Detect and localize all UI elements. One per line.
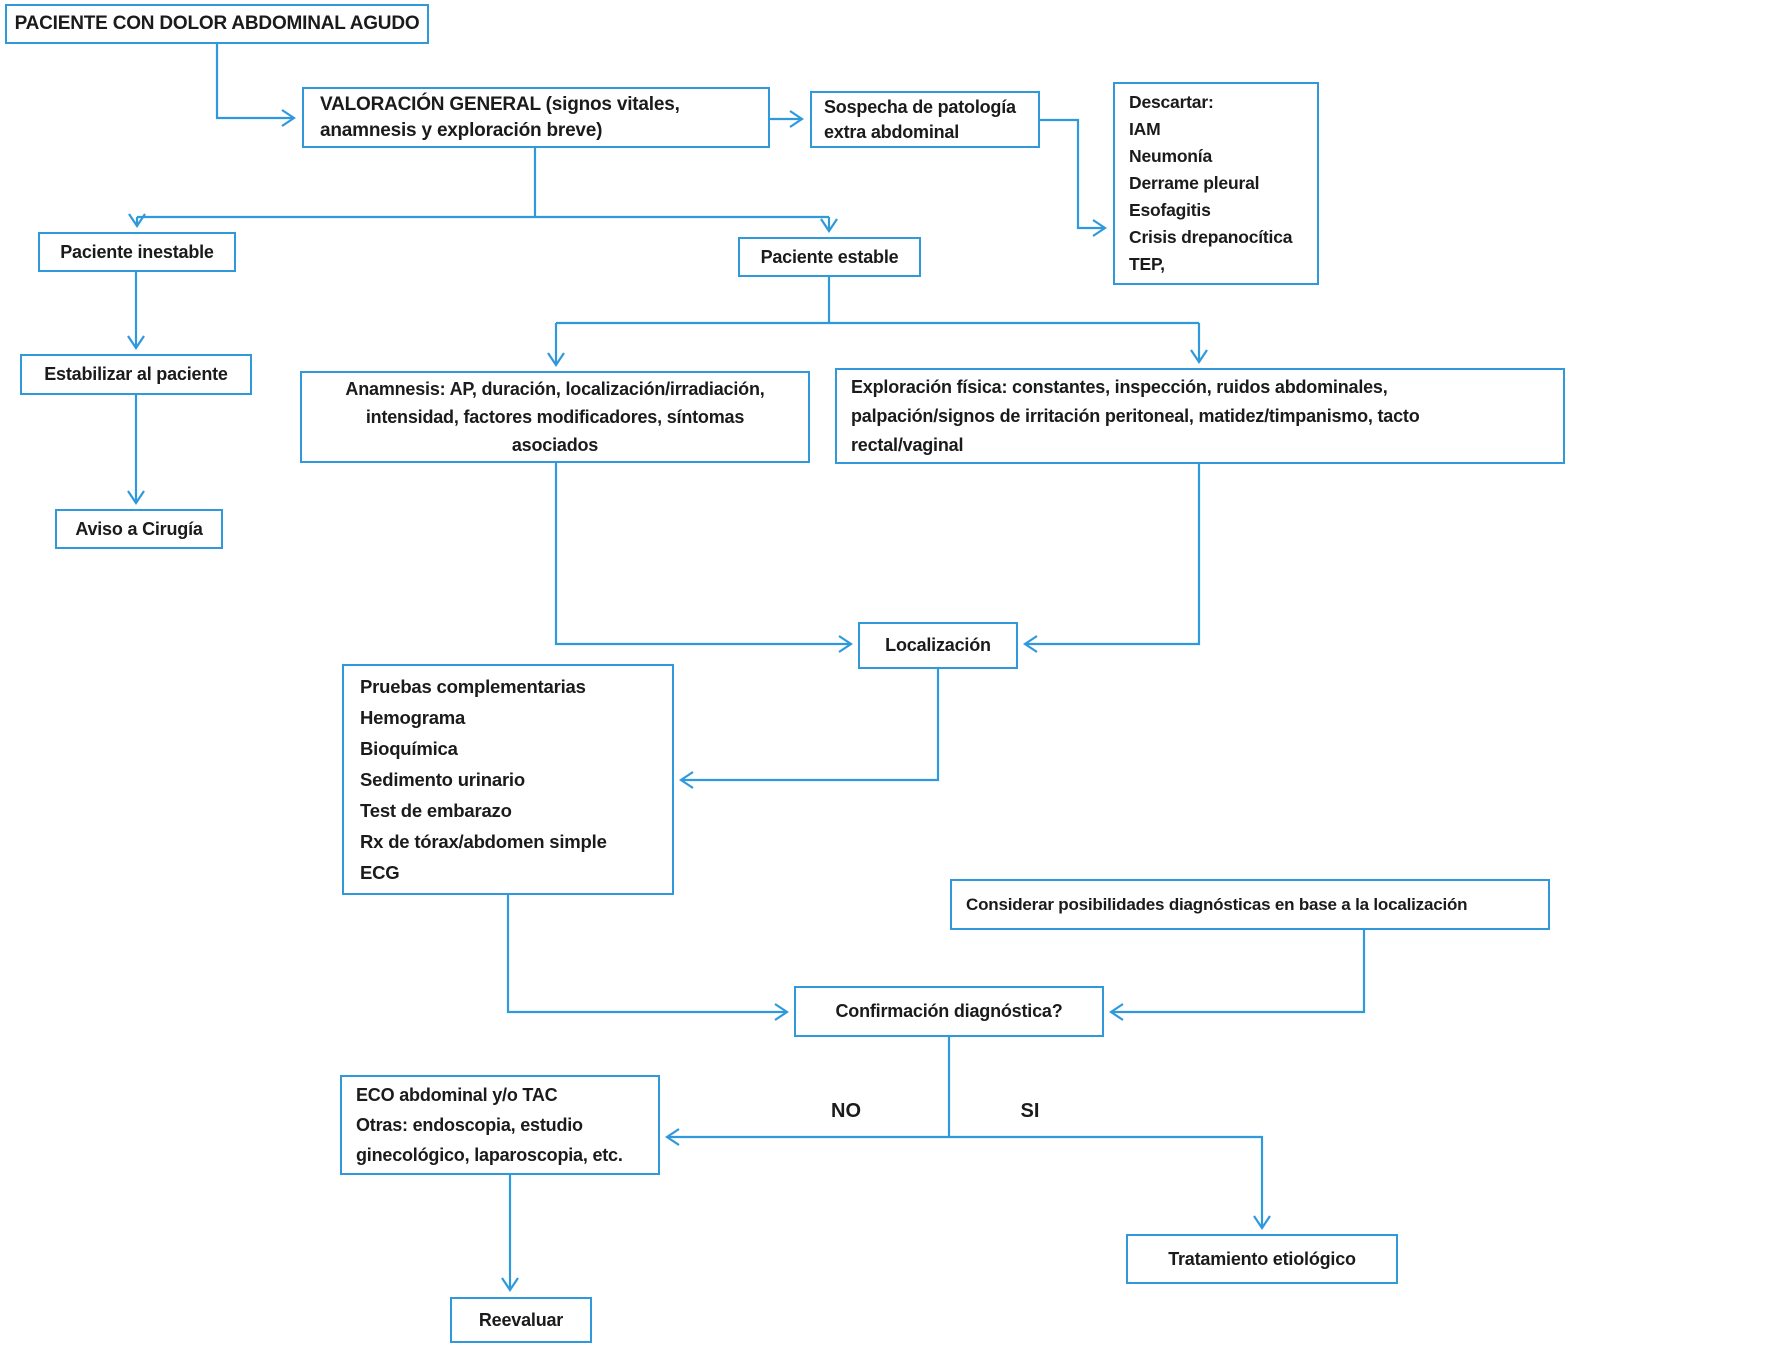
node-paciente-inestable: Paciente inestable (38, 232, 236, 272)
node-anamnesis: Anamnesis: AP, duración, localización/ir… (300, 371, 810, 463)
edge-label-si: SI (1020, 1100, 1040, 1122)
node-reevaluar: Reevaluar (450, 1297, 592, 1343)
node-label: Tratamiento etiológico (1168, 1248, 1356, 1269)
node-pruebas-complementarias: Pruebas complementarias Hemograma Bioquí… (342, 664, 674, 895)
node-label: Estabilizar al paciente (44, 364, 228, 384)
node-label: Paciente inestable (60, 241, 214, 262)
node-label: Exploración física: constantes, inspecci… (851, 376, 1420, 455)
node-tratamiento-etiologico: Tratamiento etiológico (1126, 1234, 1398, 1284)
node-label: ECO abdominal y/o TAC Otras: endoscopia,… (356, 1085, 623, 1165)
node-descartar-lista: Descartar: IAM Neumonía Derrame pleural … (1113, 82, 1319, 285)
node-considerar-posibilidades: Considerar posibilidades diagnósticas en… (950, 879, 1550, 930)
node-label: Pruebas complementarias Hemograma Bioquí… (360, 676, 607, 883)
node-estabilizar-paciente: Estabilizar al paciente (20, 354, 252, 395)
node-confirmacion-diagnostica: Confirmación diagnóstica? (794, 986, 1104, 1037)
node-valoracion-general: VALORACIÓN GENERAL (signos vitales, anam… (302, 87, 770, 148)
connector-sospecha-to-descartar (1040, 118, 1107, 237)
node-eco-abdominal-tac: ECO abdominal y/o TAC Otras: endoscopia,… (340, 1075, 660, 1175)
node-label: Reevaluar (478, 1309, 564, 1330)
node-aviso-cirugia: Aviso a Cirugía (55, 509, 223, 549)
node-sospecha-patologia-extraabdominal: Sospecha de patología extra abdominal (810, 91, 1040, 148)
node-label: Sospecha de patología extra abdominal (824, 96, 1016, 142)
connector-considerar-to-confirmacion (1109, 930, 1366, 1021)
node-label: Anamnesis: AP, duración, localización/ir… (345, 379, 765, 455)
edge-label-no: NO (831, 1100, 861, 1122)
node-label: Aviso a Cirugía (75, 518, 203, 539)
node-label: Localización (885, 635, 991, 655)
node-localizacion: Localización (858, 622, 1018, 669)
connector-si-to-tratamiento (949, 1135, 1271, 1230)
connector-localizacion-to-pruebas (679, 669, 940, 789)
node-label: Considerar posibilidades diagnósticas en… (966, 894, 1468, 914)
node-paciente-dolor-abdominal-agudo: PACIENTE CON DOLOR ABDOMINAL AGUDO (5, 4, 429, 44)
node-label: PACIENTE CON DOLOR ABDOMINAL AGUDO (14, 13, 420, 34)
connector-exploracion-to-localizacion (1023, 464, 1201, 653)
connector-anamnesis-to-localizacion (554, 463, 853, 653)
node-label: VALORACIÓN GENERAL (signos vitales, anam… (320, 93, 680, 141)
node-label: Paciente estable (760, 246, 899, 267)
node-paciente-estable: Paciente estable (738, 237, 921, 277)
node-label: Descartar: IAM Neumonía Derrame pleural … (1129, 92, 1293, 274)
node-exploracion-fisica: Exploración física: constantes, inspecci… (835, 368, 1565, 464)
connector-pruebas-to-confirmacion (506, 895, 789, 1021)
connector-start-to-valoracion (215, 44, 296, 127)
node-label: Confirmación diagnóstica? (835, 1001, 1063, 1021)
